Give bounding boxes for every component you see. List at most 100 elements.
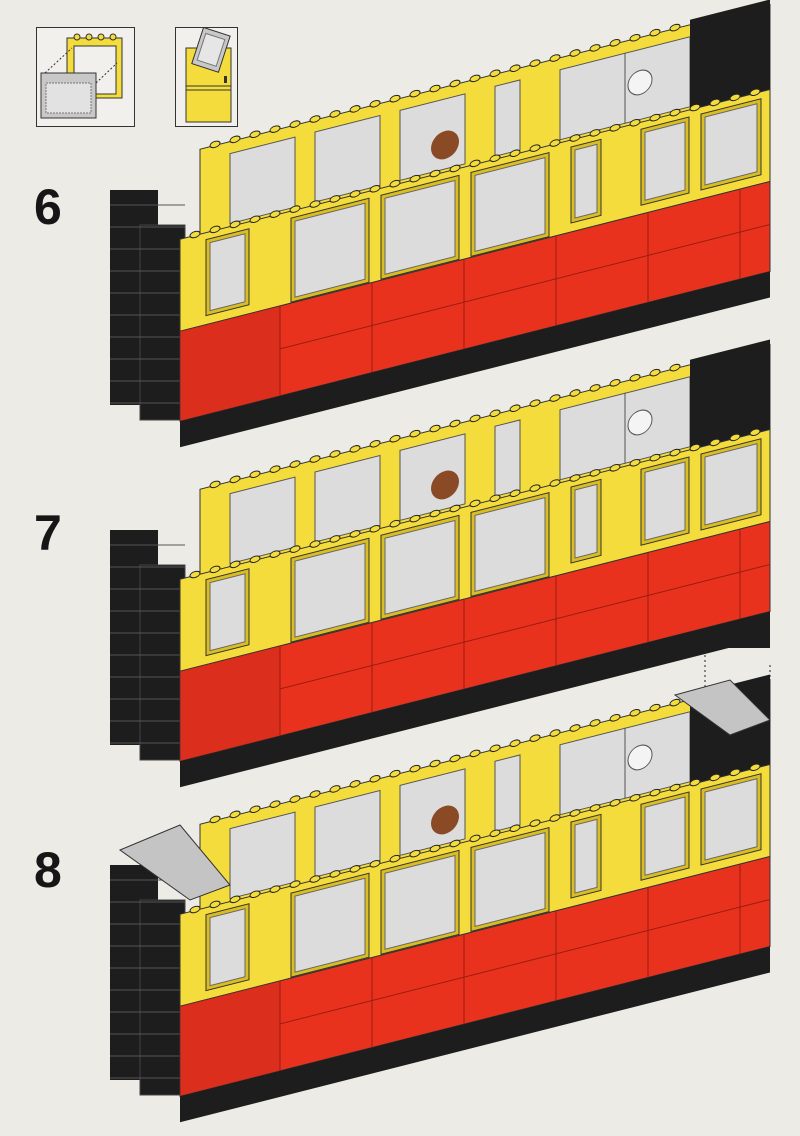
stud xyxy=(269,210,281,218)
stud xyxy=(549,394,561,402)
stud xyxy=(609,379,621,387)
stud xyxy=(249,130,261,139)
stud xyxy=(229,560,241,569)
window-pane xyxy=(474,496,546,592)
stud xyxy=(609,799,621,807)
stud xyxy=(409,764,421,773)
stud xyxy=(369,184,381,193)
stud xyxy=(669,448,681,457)
stud xyxy=(209,815,221,824)
stud xyxy=(729,768,741,777)
window-pane xyxy=(294,202,366,298)
train-body xyxy=(179,339,771,788)
window-pane xyxy=(384,519,456,615)
stud xyxy=(749,763,761,772)
stud xyxy=(309,540,321,548)
stud xyxy=(549,139,561,147)
stud xyxy=(349,105,361,113)
stud xyxy=(669,783,681,792)
stud xyxy=(309,115,321,123)
stud xyxy=(749,428,761,437)
step-number-8: 8 xyxy=(34,842,62,898)
stud xyxy=(589,129,601,137)
stud xyxy=(229,895,241,904)
stud xyxy=(629,118,641,127)
stud xyxy=(509,64,521,72)
stud xyxy=(409,174,421,183)
stud xyxy=(649,453,661,462)
window-pane xyxy=(704,778,758,861)
stud xyxy=(269,125,281,133)
window-pane xyxy=(644,121,686,201)
stud xyxy=(669,23,681,32)
stud xyxy=(509,489,521,497)
brick-seam xyxy=(280,223,770,350)
stud xyxy=(389,519,401,528)
stud xyxy=(349,530,361,538)
window-assembly-inset xyxy=(36,27,135,127)
black-base xyxy=(180,611,770,788)
train-body xyxy=(179,674,771,1123)
train-body xyxy=(179,0,771,448)
stud xyxy=(349,780,361,788)
stud xyxy=(549,54,561,62)
stud xyxy=(229,220,241,229)
window-pane xyxy=(644,461,686,541)
stud xyxy=(289,460,301,468)
black-brick-column xyxy=(139,899,186,1096)
window-pane xyxy=(294,877,366,973)
stud xyxy=(369,859,381,868)
stud xyxy=(429,509,441,518)
window-pane xyxy=(474,831,546,927)
stud xyxy=(329,110,341,118)
stud xyxy=(449,504,461,513)
door-panel xyxy=(180,980,280,1097)
stud xyxy=(489,69,501,78)
stud xyxy=(409,849,421,858)
stud xyxy=(629,458,641,467)
stud xyxy=(469,749,481,758)
stud xyxy=(509,739,521,747)
stud xyxy=(589,44,601,52)
stud xyxy=(289,795,301,803)
stud xyxy=(449,754,461,763)
door-panel xyxy=(180,305,280,422)
stud xyxy=(529,819,541,827)
stud xyxy=(529,399,541,407)
window-pane xyxy=(209,573,246,652)
stud xyxy=(309,790,321,798)
stud xyxy=(229,475,241,484)
black-base xyxy=(180,946,770,1123)
stud xyxy=(469,499,481,508)
stud xyxy=(609,464,621,472)
stud xyxy=(649,703,661,712)
stud xyxy=(629,793,641,802)
window-pane xyxy=(704,103,758,186)
stud xyxy=(209,900,221,909)
stud xyxy=(449,79,461,88)
window-pane xyxy=(384,179,456,275)
stud xyxy=(689,778,701,787)
minifig-head xyxy=(431,805,459,835)
minifig-cap xyxy=(627,409,653,436)
back-window xyxy=(494,79,521,157)
stud xyxy=(529,59,541,67)
window-pane xyxy=(574,483,598,559)
door-panel xyxy=(180,645,280,762)
window-pane xyxy=(209,908,246,987)
stud xyxy=(289,120,301,128)
stud xyxy=(649,788,661,797)
stud xyxy=(689,443,701,452)
stud xyxy=(629,373,641,382)
stud xyxy=(229,810,241,819)
stud xyxy=(549,814,561,822)
stud xyxy=(649,368,661,377)
stud xyxy=(229,135,241,144)
stud xyxy=(409,89,421,98)
stud xyxy=(729,93,741,102)
stud xyxy=(209,480,221,489)
window-pane xyxy=(474,156,546,252)
stud xyxy=(289,205,301,213)
grey-roof-slope-right xyxy=(673,679,771,736)
